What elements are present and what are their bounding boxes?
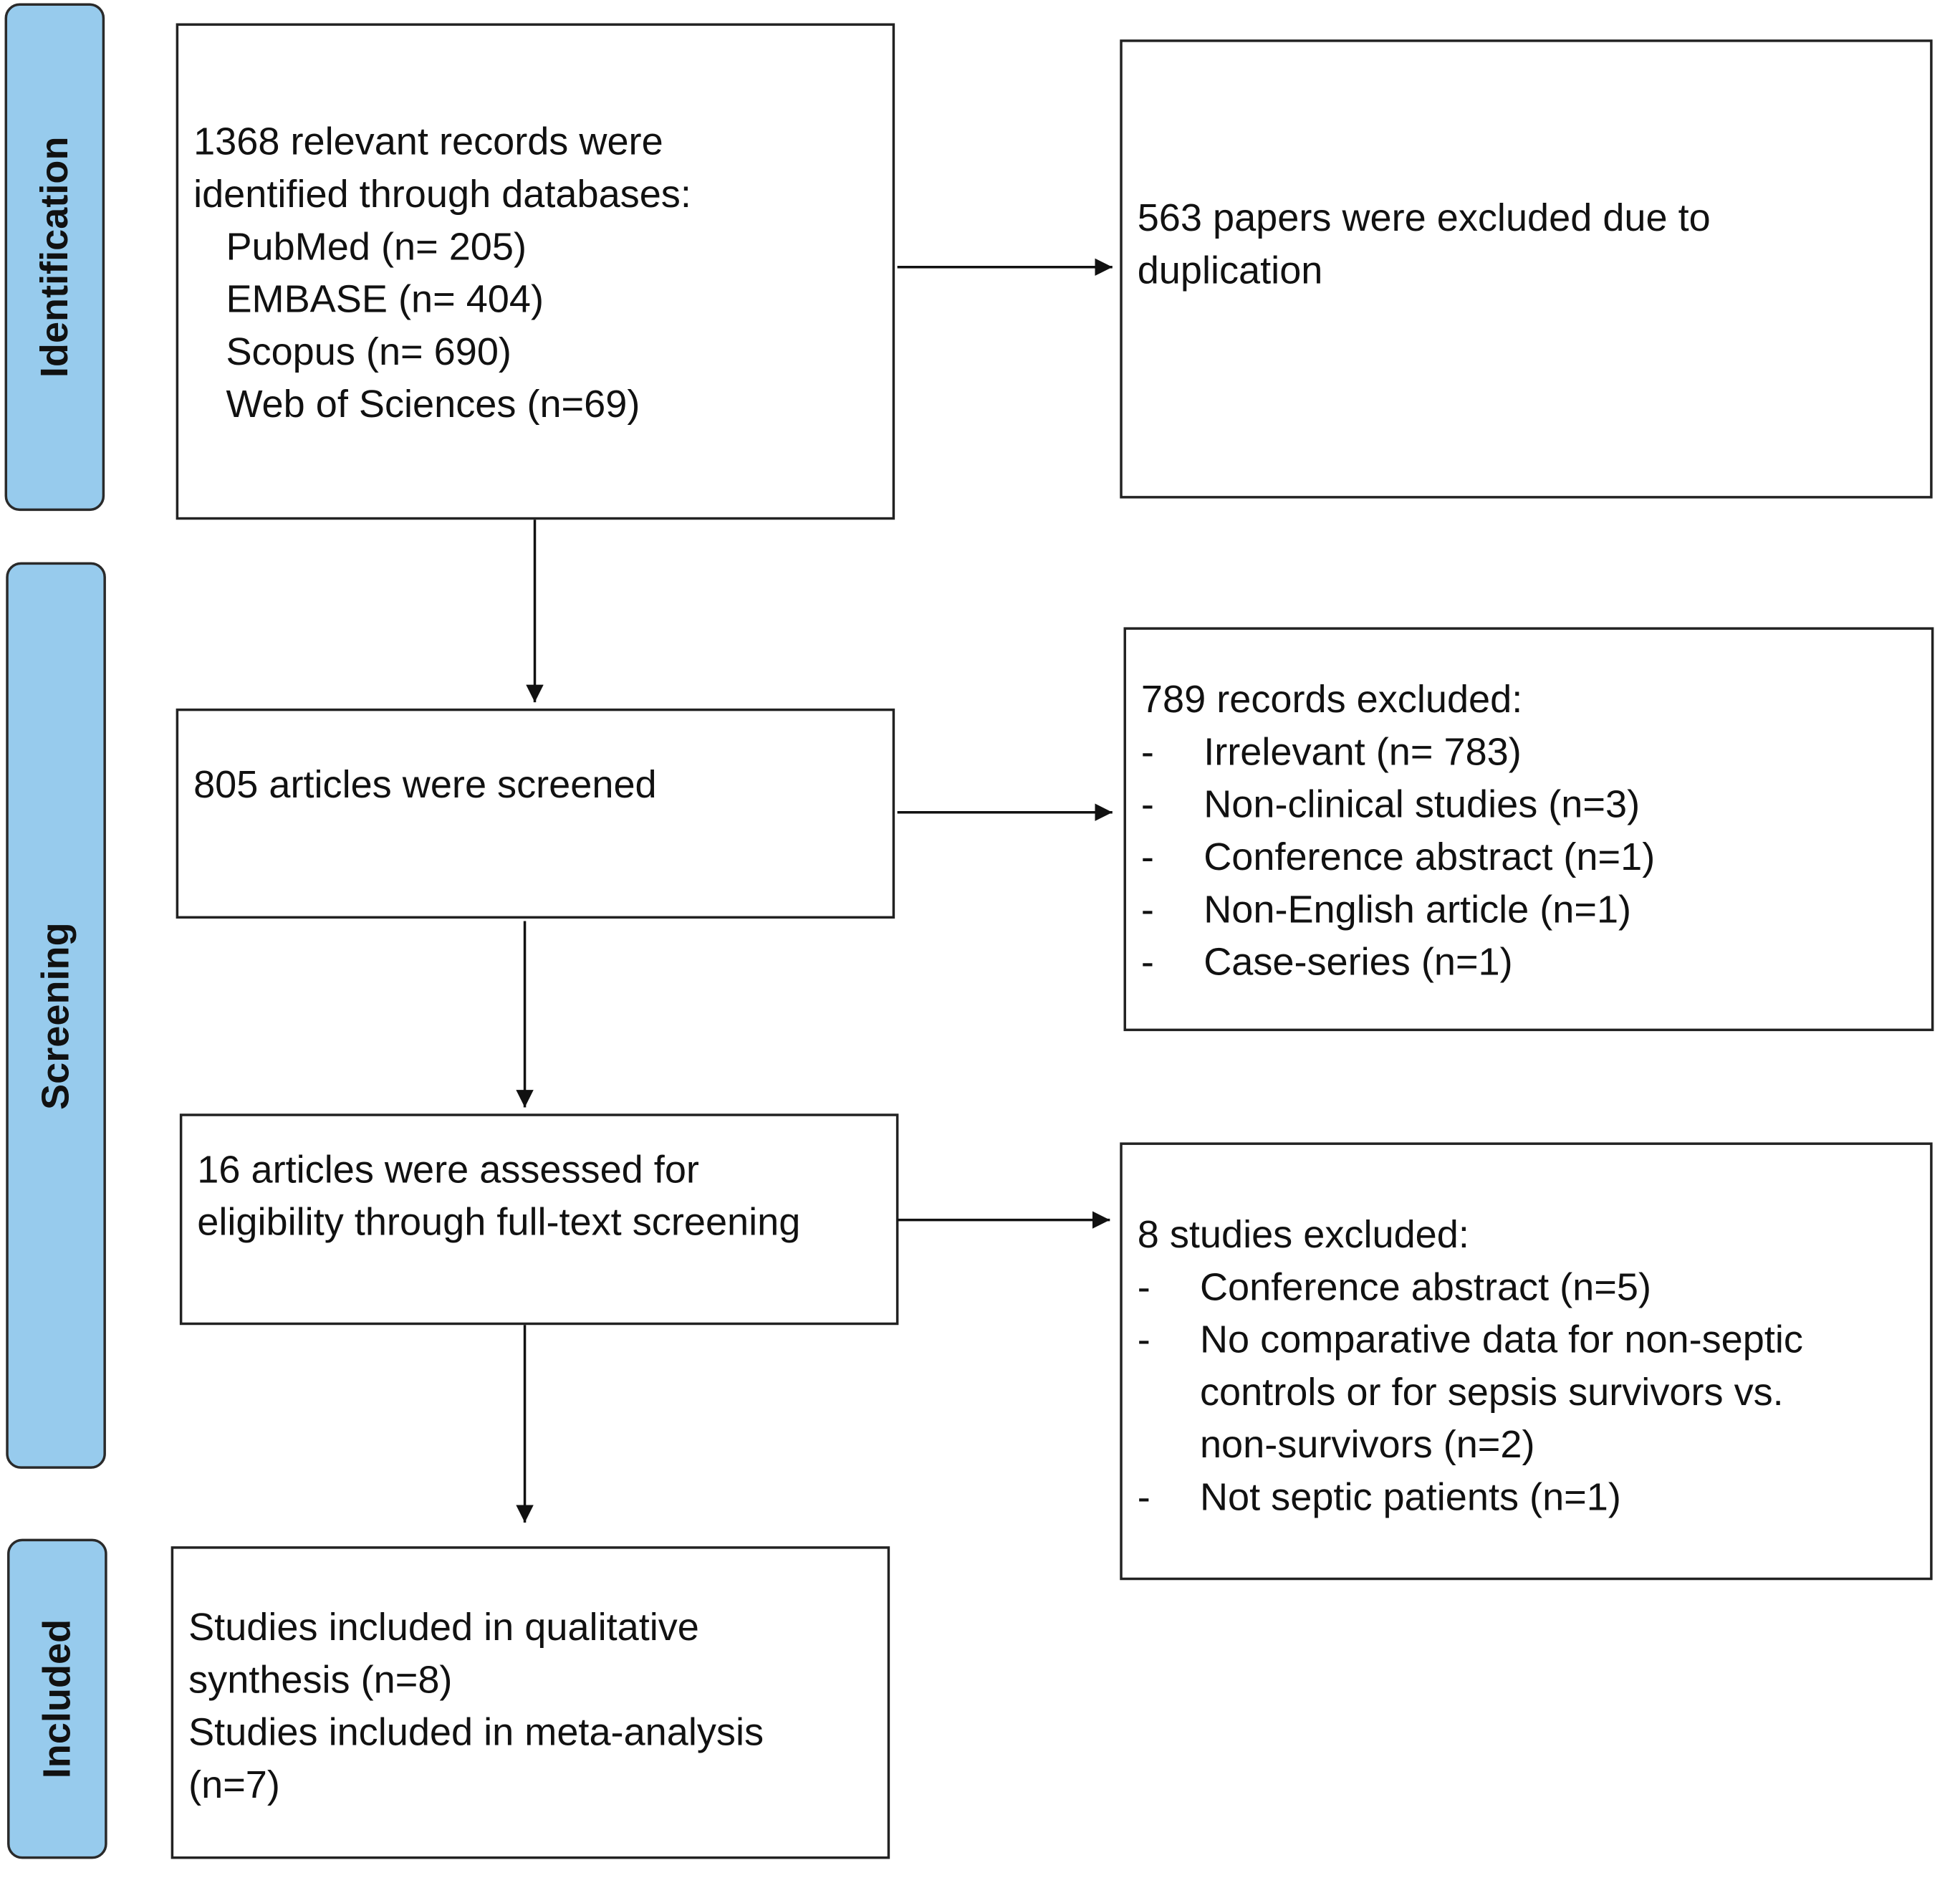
flow-arrows <box>516 258 1113 1523</box>
full-text-line1: 16 articles were assessed for <box>197 1147 699 1192</box>
records-excluded-item: - Conference abstract (n=1) <box>1140 835 1656 879</box>
included-studies-box: Studies included in qualitative synthesi… <box>170 1546 890 1859</box>
included-line2: synthesis (n=8) <box>188 1657 453 1702</box>
full-text-assessment-box: 16 articles were assessed for eligibilit… <box>179 1113 899 1326</box>
included-line1: Studies included in qualitative <box>188 1605 699 1649</box>
included-line4: (n=7) <box>188 1763 280 1807</box>
prisma-flow-diagram: Identification Screening Included 1368 r… <box>4 3 1934 1872</box>
studies-excluded-title: 8 studies excluded: <box>1137 1212 1469 1257</box>
full-text-line2: eligibility through full-text screening <box>197 1199 801 1244</box>
database-embase: EMBASE (n= 404) <box>226 277 544 321</box>
database-web-of-sciences: Web of Sciences (n=69) <box>226 382 640 426</box>
records-excluded-item: - Non-clinical studies (n=3) <box>1140 782 1640 826</box>
duplicates-excluded-line2: duplication <box>1137 248 1323 292</box>
phase-included: Included <box>7 1538 107 1859</box>
studies-excluded-item-continuation: controls or for sepsis survivors vs. <box>1199 1370 1784 1414</box>
included-line3: Studies included in meta-analysis <box>188 1710 764 1754</box>
studies-excluded-item: - No comparative data for non-septic <box>1137 1317 1803 1361</box>
database-pubmed: PubMed (n= 205) <box>226 224 527 269</box>
records-excluded-item: - Non-English article (n=1) <box>1140 887 1632 931</box>
database-scopus: Scopus (n= 690) <box>226 330 511 374</box>
phase-screening: Screening <box>6 562 106 1469</box>
studies-excluded-item: - Not septic patients (n=1) <box>1137 1475 1621 1519</box>
records-identified-title-line2: identified through databases: <box>193 172 691 216</box>
records-excluded-title: 789 records excluded: <box>1140 677 1523 722</box>
duplicates-excluded-line1: 563 papers were excluded due to <box>1137 196 1711 240</box>
records-identified-title-line1: 1368 relevant records were <box>193 119 663 163</box>
records-excluded-box: 789 records excluded: - Irrelevant (n= 7… <box>1123 627 1934 1032</box>
records-excluded-item: - Irrelevant (n= 783) <box>1140 729 1522 774</box>
duplicates-excluded-box: 563 papers were excluded due to duplicat… <box>1120 39 1933 499</box>
records-excluded-item: - Case-series (n=1) <box>1140 939 1513 984</box>
records-identified-box: 1368 relevant records were identified th… <box>176 23 895 520</box>
screened-line1: 805 articles were screened <box>193 762 657 806</box>
studies-excluded-item: - Conference abstract (n=5) <box>1137 1265 1651 1309</box>
studies-excluded-item-continuation: non-survivors (n=2) <box>1199 1422 1535 1467</box>
phase-identification: Identification <box>4 3 105 512</box>
studies-excluded-box: 8 studies excluded: - Conference abstrac… <box>1120 1142 1933 1581</box>
screened-box: 805 articles were screened <box>176 708 895 919</box>
